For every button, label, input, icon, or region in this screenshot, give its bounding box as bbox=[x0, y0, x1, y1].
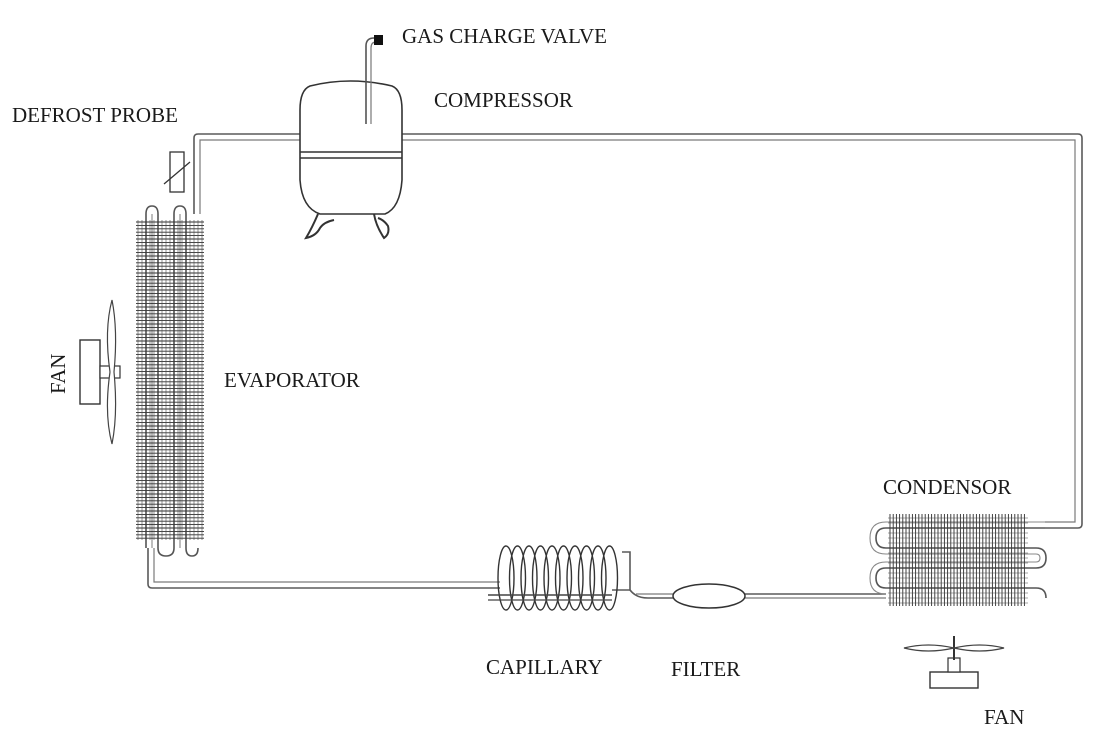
evaporator-fins bbox=[136, 220, 204, 540]
label-capillary: CAPILLARY bbox=[486, 655, 603, 679]
refrigerant-loop-pipe bbox=[147, 133, 1083, 599]
label-condensor-fan: FAN bbox=[984, 705, 1024, 729]
label-filter: FILTER bbox=[671, 657, 740, 681]
label-compressor: COMPRESSOR bbox=[434, 88, 573, 112]
condensor-fins bbox=[888, 514, 1028, 606]
condensor bbox=[869, 514, 1047, 606]
label-condensor: CONDENSOR bbox=[883, 475, 1011, 499]
compressor bbox=[299, 80, 403, 240]
defrost-probe bbox=[163, 151, 191, 193]
label-evaporator-fan: FAN bbox=[46, 354, 70, 394]
filter-drier bbox=[672, 583, 746, 609]
label-gas-charge-valve: GAS CHARGE VALVE bbox=[402, 24, 607, 48]
capillary-coil bbox=[488, 545, 619, 611]
label-evaporator: EVAPORATOR bbox=[224, 368, 360, 392]
evaporator-fan bbox=[79, 299, 121, 445]
evaporator bbox=[136, 205, 204, 557]
gas-charge-valve bbox=[365, 35, 383, 124]
label-defrost-probe: DEFROST PROBE bbox=[12, 103, 178, 127]
condensor-fan bbox=[903, 636, 1005, 689]
